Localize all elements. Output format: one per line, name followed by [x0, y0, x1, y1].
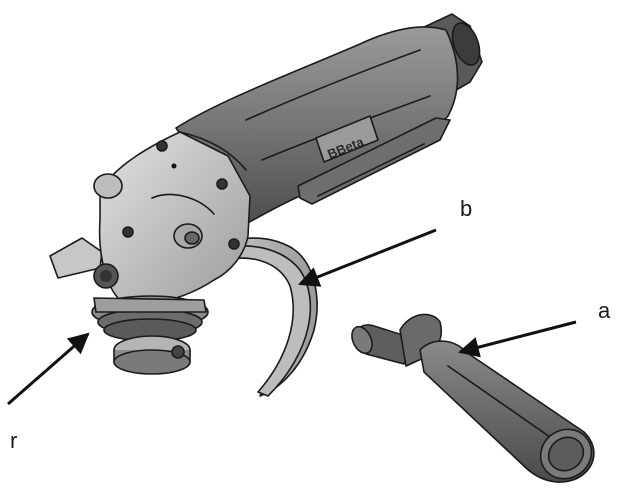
angle-grinder: BBeta — [49, 13, 483, 397]
callout-label-b: b — [460, 196, 472, 221]
callout-arrow-a — [457, 320, 577, 358]
side-handle — [351, 313, 595, 483]
throttle-lever — [297, 117, 451, 205]
screw — [156, 140, 168, 152]
screw — [228, 238, 240, 250]
spindle-flange — [91, 295, 209, 375]
callout-label-a: a — [598, 298, 611, 323]
hole — [171, 163, 177, 169]
callout-label-r: r — [10, 428, 17, 453]
screw — [216, 178, 228, 190]
gear-head — [98, 131, 251, 305]
exhaust-knob — [93, 173, 123, 199]
guard-flap — [49, 237, 103, 279]
screw — [122, 226, 134, 238]
callout-arrow-b — [298, 228, 437, 287]
callout-arrow-r — [7, 332, 90, 406]
